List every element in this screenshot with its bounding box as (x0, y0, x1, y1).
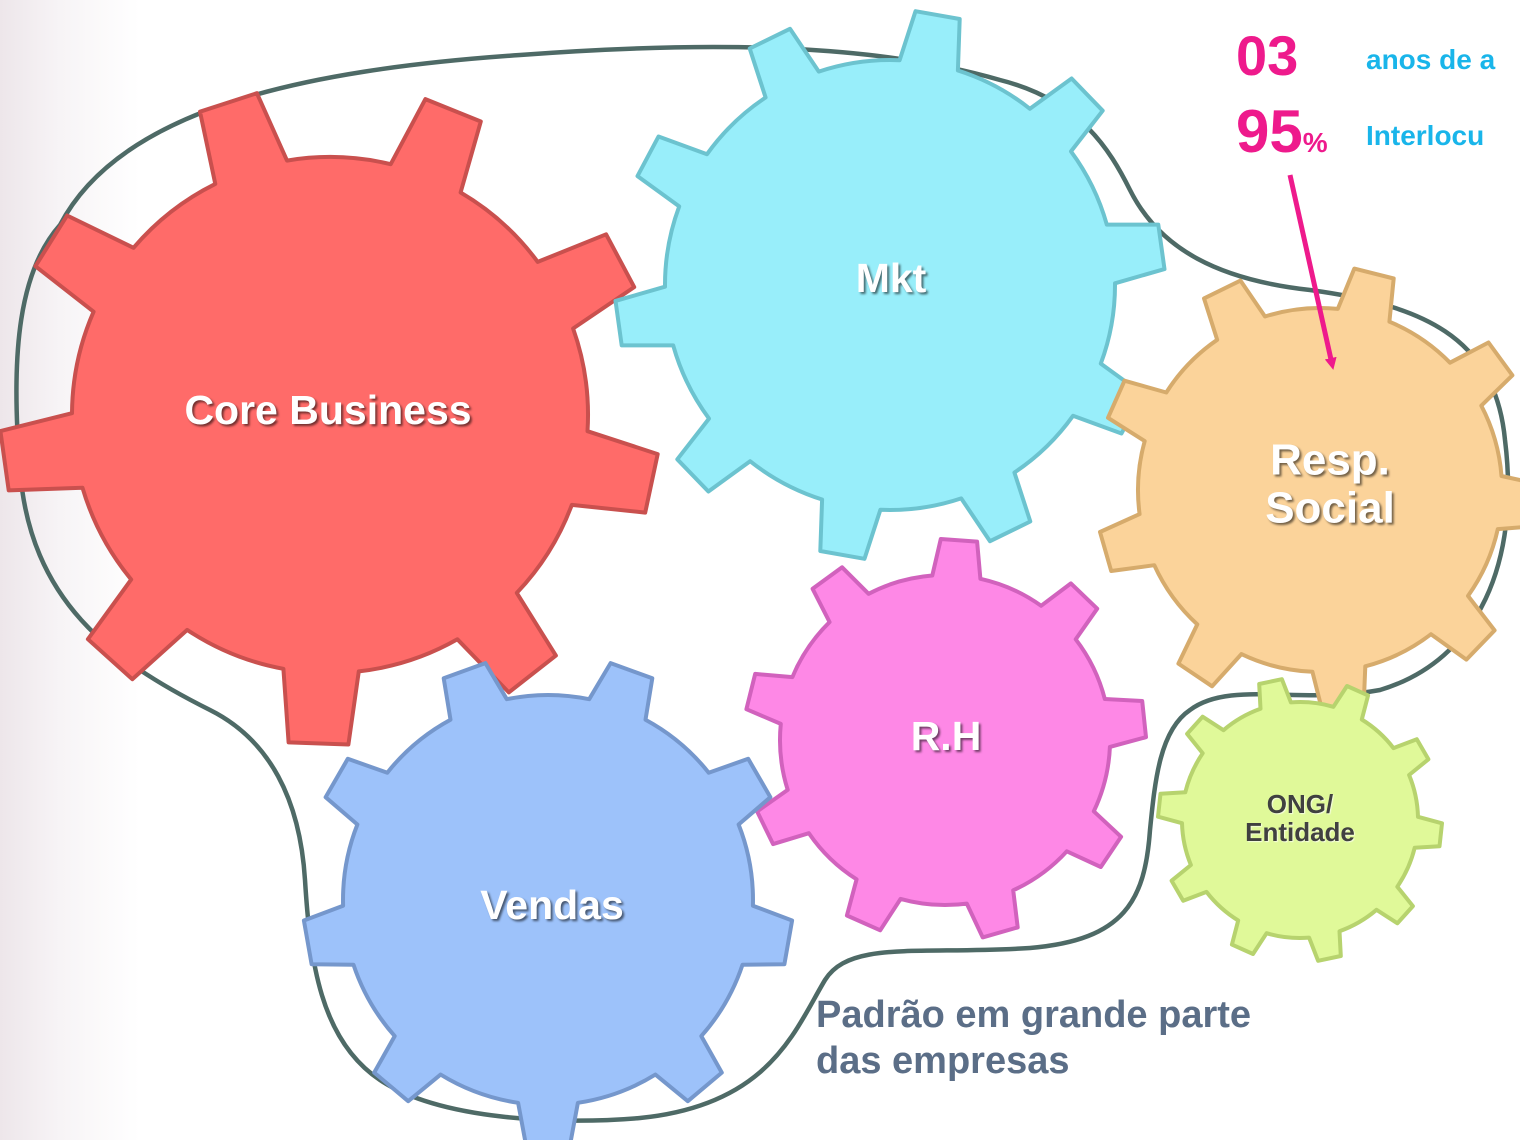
gear-label-ong: ONG/ Entidade (1245, 788, 1355, 847)
gear-label-vendas: Vendas (480, 881, 624, 928)
gear-mkt-icon (613, 9, 1167, 561)
stat-number-percent: 95% (1236, 98, 1328, 165)
caption-line-1: Padrão em grande parte (816, 994, 1252, 1036)
gear-label-mkt: Mkt (855, 254, 927, 301)
stat-text-years: anos de a (1366, 44, 1496, 75)
stat-number-years: 03 (1236, 24, 1299, 87)
gear-label-rh: R.H (910, 712, 982, 759)
company-boundary-outline (14, 44, 1511, 1123)
gear-resp-social-icon (1098, 266, 1520, 716)
gear-core-business-icon (0, 91, 660, 747)
gear-label-core-business: Core Business (184, 386, 472, 433)
stat-text-interlocutors: Interlocu (1366, 120, 1485, 151)
gear-rh-icon (744, 537, 1148, 940)
diagram-caption: Padrão em grande parte das empresas (816, 992, 1251, 1085)
percent-sign: % (1302, 127, 1328, 158)
gear-ong-icon (1156, 677, 1444, 963)
pointer-arrow (1287, 174, 1337, 370)
gear-label-resp-social: Resp. Social (1265, 435, 1395, 532)
caption-line-2: das empresas (816, 1040, 1070, 1083)
gear-vendas-icon (301, 661, 795, 1140)
